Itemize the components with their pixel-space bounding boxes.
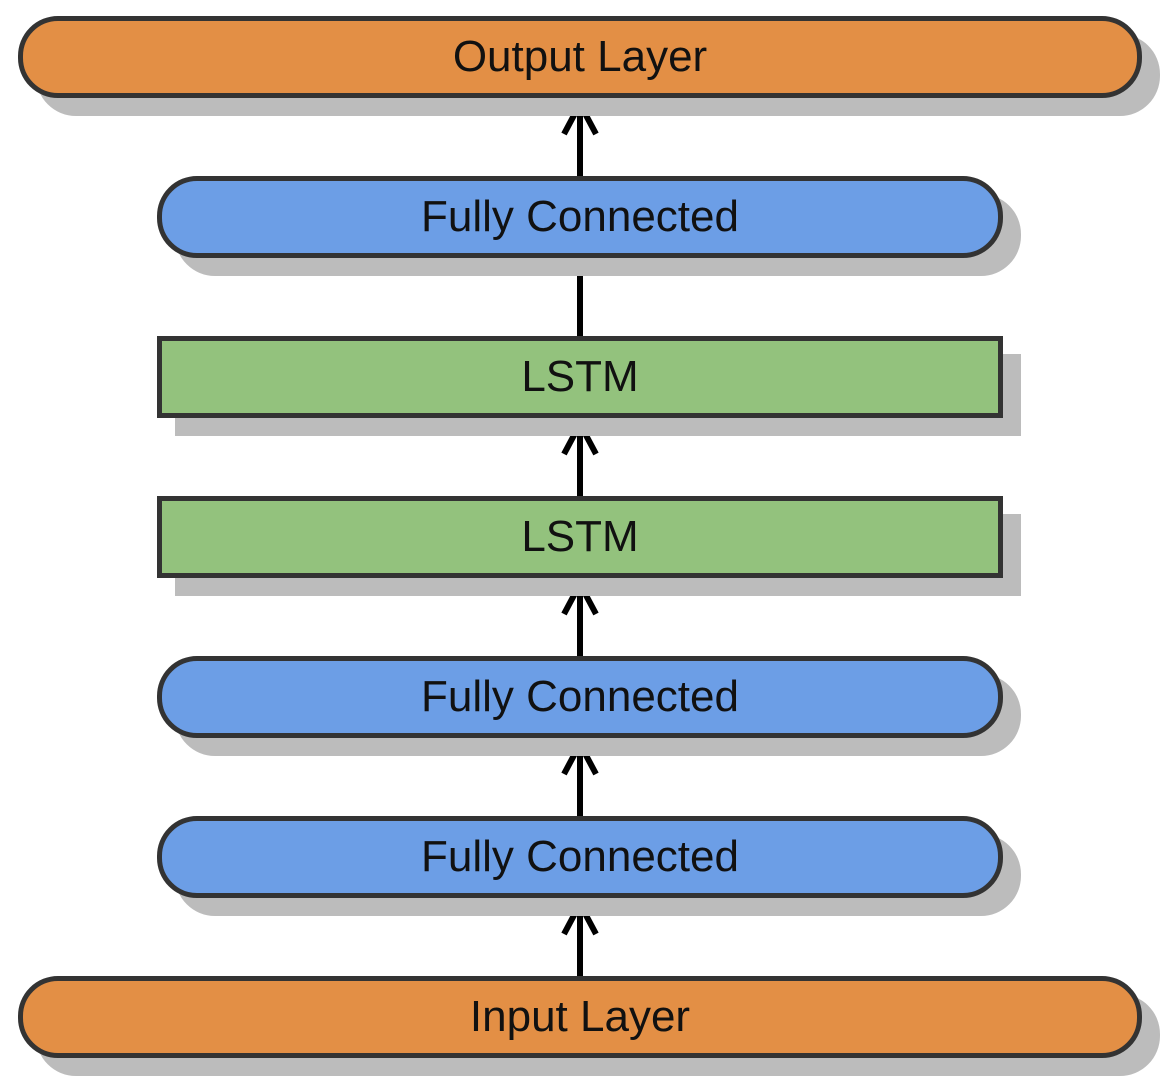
output-layer-node: Output Layer: [18, 16, 1142, 98]
lstm-node-upper: LSTM: [157, 336, 1003, 418]
arrowhead-icon: [561, 97, 599, 136]
lstm-node-lower: LSTM: [157, 496, 1003, 578]
arrowhead-icon: [561, 577, 599, 616]
edge-fc1-to-fc2: [561, 737, 599, 816]
input-layer-label: Input Layer: [469, 992, 691, 1041]
arrowhead-icon: [561, 417, 599, 456]
fully-connected-label-middle: Fully Connected: [421, 672, 739, 721]
arrowhead-icon: [561, 897, 599, 936]
fully-connected-node-top: Fully Connected: [157, 176, 1003, 258]
lstm-label-lower: LSTM: [521, 512, 639, 561]
fully-connected-label-top: Fully Connected: [421, 192, 739, 241]
arrowhead-icon: [561, 737, 599, 776]
edge-input-to-fc1: [561, 897, 599, 976]
fully-connected-label-bottom: Fully Connected: [421, 832, 739, 881]
edge-lstm1-to-lstm2: [561, 417, 599, 496]
output-layer-label: Output Layer: [452, 32, 708, 81]
input-layer-node: Input Layer: [18, 976, 1142, 1058]
fully-connected-node-middle: Fully Connected: [157, 656, 1003, 738]
edge-fc2-to-lstm1: [561, 577, 599, 656]
lstm-label-upper: LSTM: [521, 352, 639, 401]
fully-connected-node-bottom: Fully Connected: [157, 816, 1003, 898]
edge-fc3-to-output: [561, 97, 599, 176]
